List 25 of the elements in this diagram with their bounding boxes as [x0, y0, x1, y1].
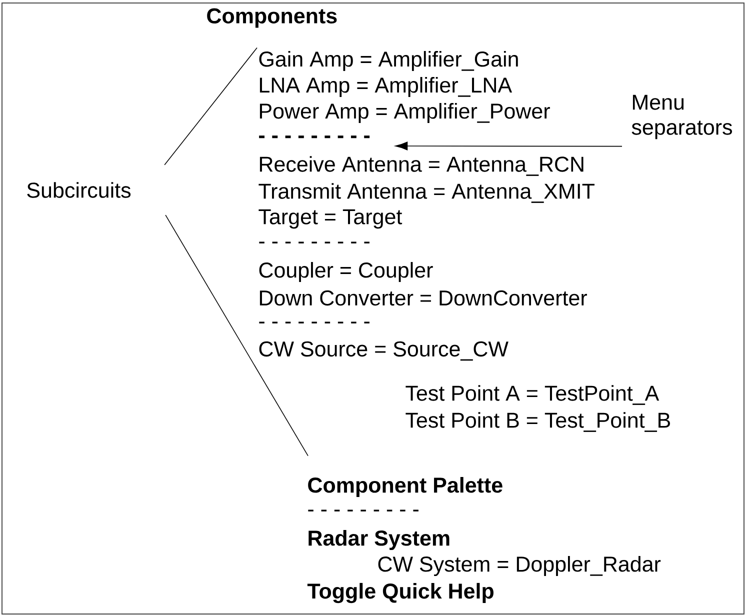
menu-item: Coupler = Coupler [259, 262, 433, 282]
callout-text: Menu separators [632, 94, 732, 140]
leader-line [165, 214, 308, 456]
menu-item: Power Amp = Amplifier_Power [260, 102, 550, 124]
menu-heading: Component Palette [308, 477, 502, 498]
separator: - - - - - - - - - [259, 322, 370, 324]
menu-item: Test Point B = Test_Point_B [406, 412, 670, 432]
callout-text: Subcircuits [27, 182, 131, 198]
menu-item: Receive Antenna = Antenna_RCN [260, 156, 584, 176]
menu-heading: Radar System [308, 530, 450, 550]
menu-item: Down Converter = DownConverter [260, 290, 587, 306]
menu-heading: Toggle Quick Help [307, 582, 494, 604]
menu-item: Gain Amp = Amplifier_Gain [259, 50, 518, 72]
menu-item: Test Point A = TestPoint_A [406, 385, 660, 405]
menu-item: Target = Target [258, 209, 402, 229]
menu-heading: Components [207, 8, 337, 28]
separator: - - - - - - - - - [259, 242, 370, 244]
menu-item: CW System = Doppler_Radar [378, 556, 661, 576]
menu-item: Transmit Antenna = Antenna_XMIT [258, 183, 594, 203]
leader-line [164, 47, 258, 166]
menu-item: CW Source = Source_CW [259, 341, 508, 361]
arrow [395, 142, 622, 150]
separator: - - - - - - - - - [308, 510, 418, 512]
menu-item: LNA Amp = Amplifier_LNA [260, 76, 512, 98]
separator: - - - - - - - - - [259, 136, 370, 138]
